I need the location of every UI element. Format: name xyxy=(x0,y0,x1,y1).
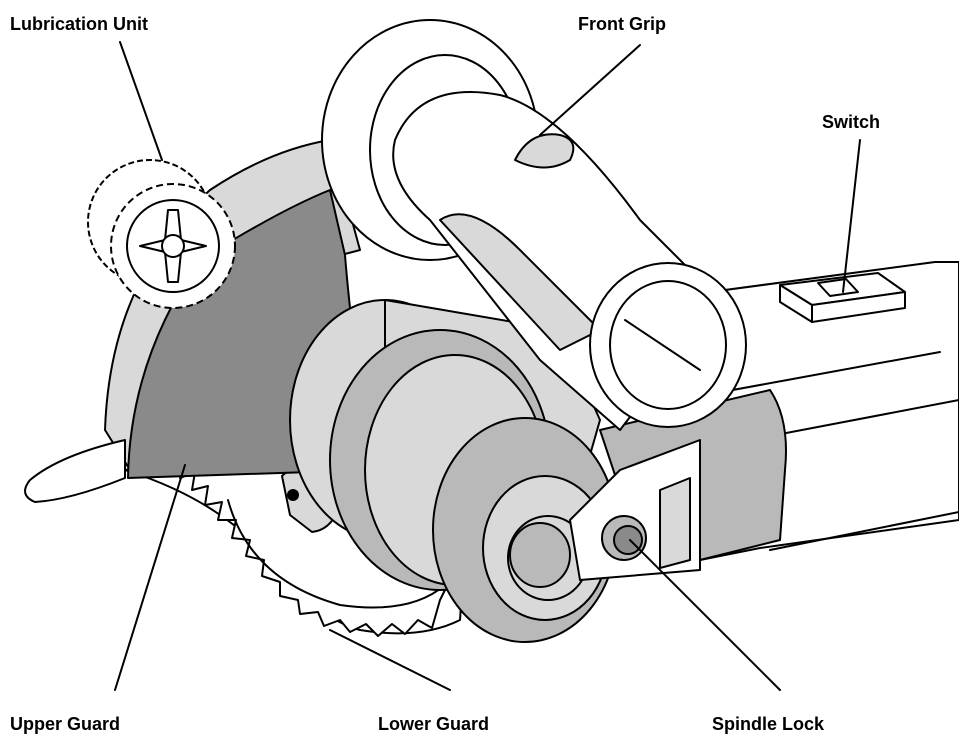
grip-end-line xyxy=(624,319,701,371)
switch[interactable] xyxy=(779,272,906,323)
grip-end-inner xyxy=(609,280,727,410)
gear-hub xyxy=(161,234,185,258)
housing-panel xyxy=(659,477,691,569)
label-switch: Switch xyxy=(822,112,880,132)
leader-front-grip xyxy=(539,44,641,136)
grip-highlight xyxy=(514,133,575,169)
spindle-lock-button xyxy=(613,525,643,555)
label-lubrication-unit: Lubrication Unit xyxy=(10,14,148,34)
lower-guard-handle xyxy=(24,439,126,503)
blade-inner-ring xyxy=(227,499,446,609)
leader-lower-guard xyxy=(329,629,451,691)
front-grip[interactable] xyxy=(321,19,747,431)
switch-side xyxy=(811,291,906,323)
switch-slider xyxy=(817,278,859,297)
body-edge-line xyxy=(699,351,941,397)
leader-spindle-lock xyxy=(629,539,781,691)
body-edge-line-lower xyxy=(759,399,959,439)
label-upper-guard: Upper Guard xyxy=(10,714,120,734)
leader-lubrication-unit xyxy=(119,41,163,161)
spindle-lock[interactable] xyxy=(601,515,647,561)
body-bottom-line xyxy=(769,511,959,551)
leader-switch xyxy=(842,139,861,293)
leader-upper-guard xyxy=(114,464,186,691)
label-front-grip: Front Grip xyxy=(578,14,666,34)
spindle-cap xyxy=(509,522,571,588)
lubrication-unit[interactable] xyxy=(87,159,236,309)
grip-shadow xyxy=(439,213,601,351)
label-spindle-lock: Spindle Lock xyxy=(712,714,825,734)
label-lower-guard: Lower Guard xyxy=(378,714,489,734)
bracket-hole xyxy=(287,489,299,501)
